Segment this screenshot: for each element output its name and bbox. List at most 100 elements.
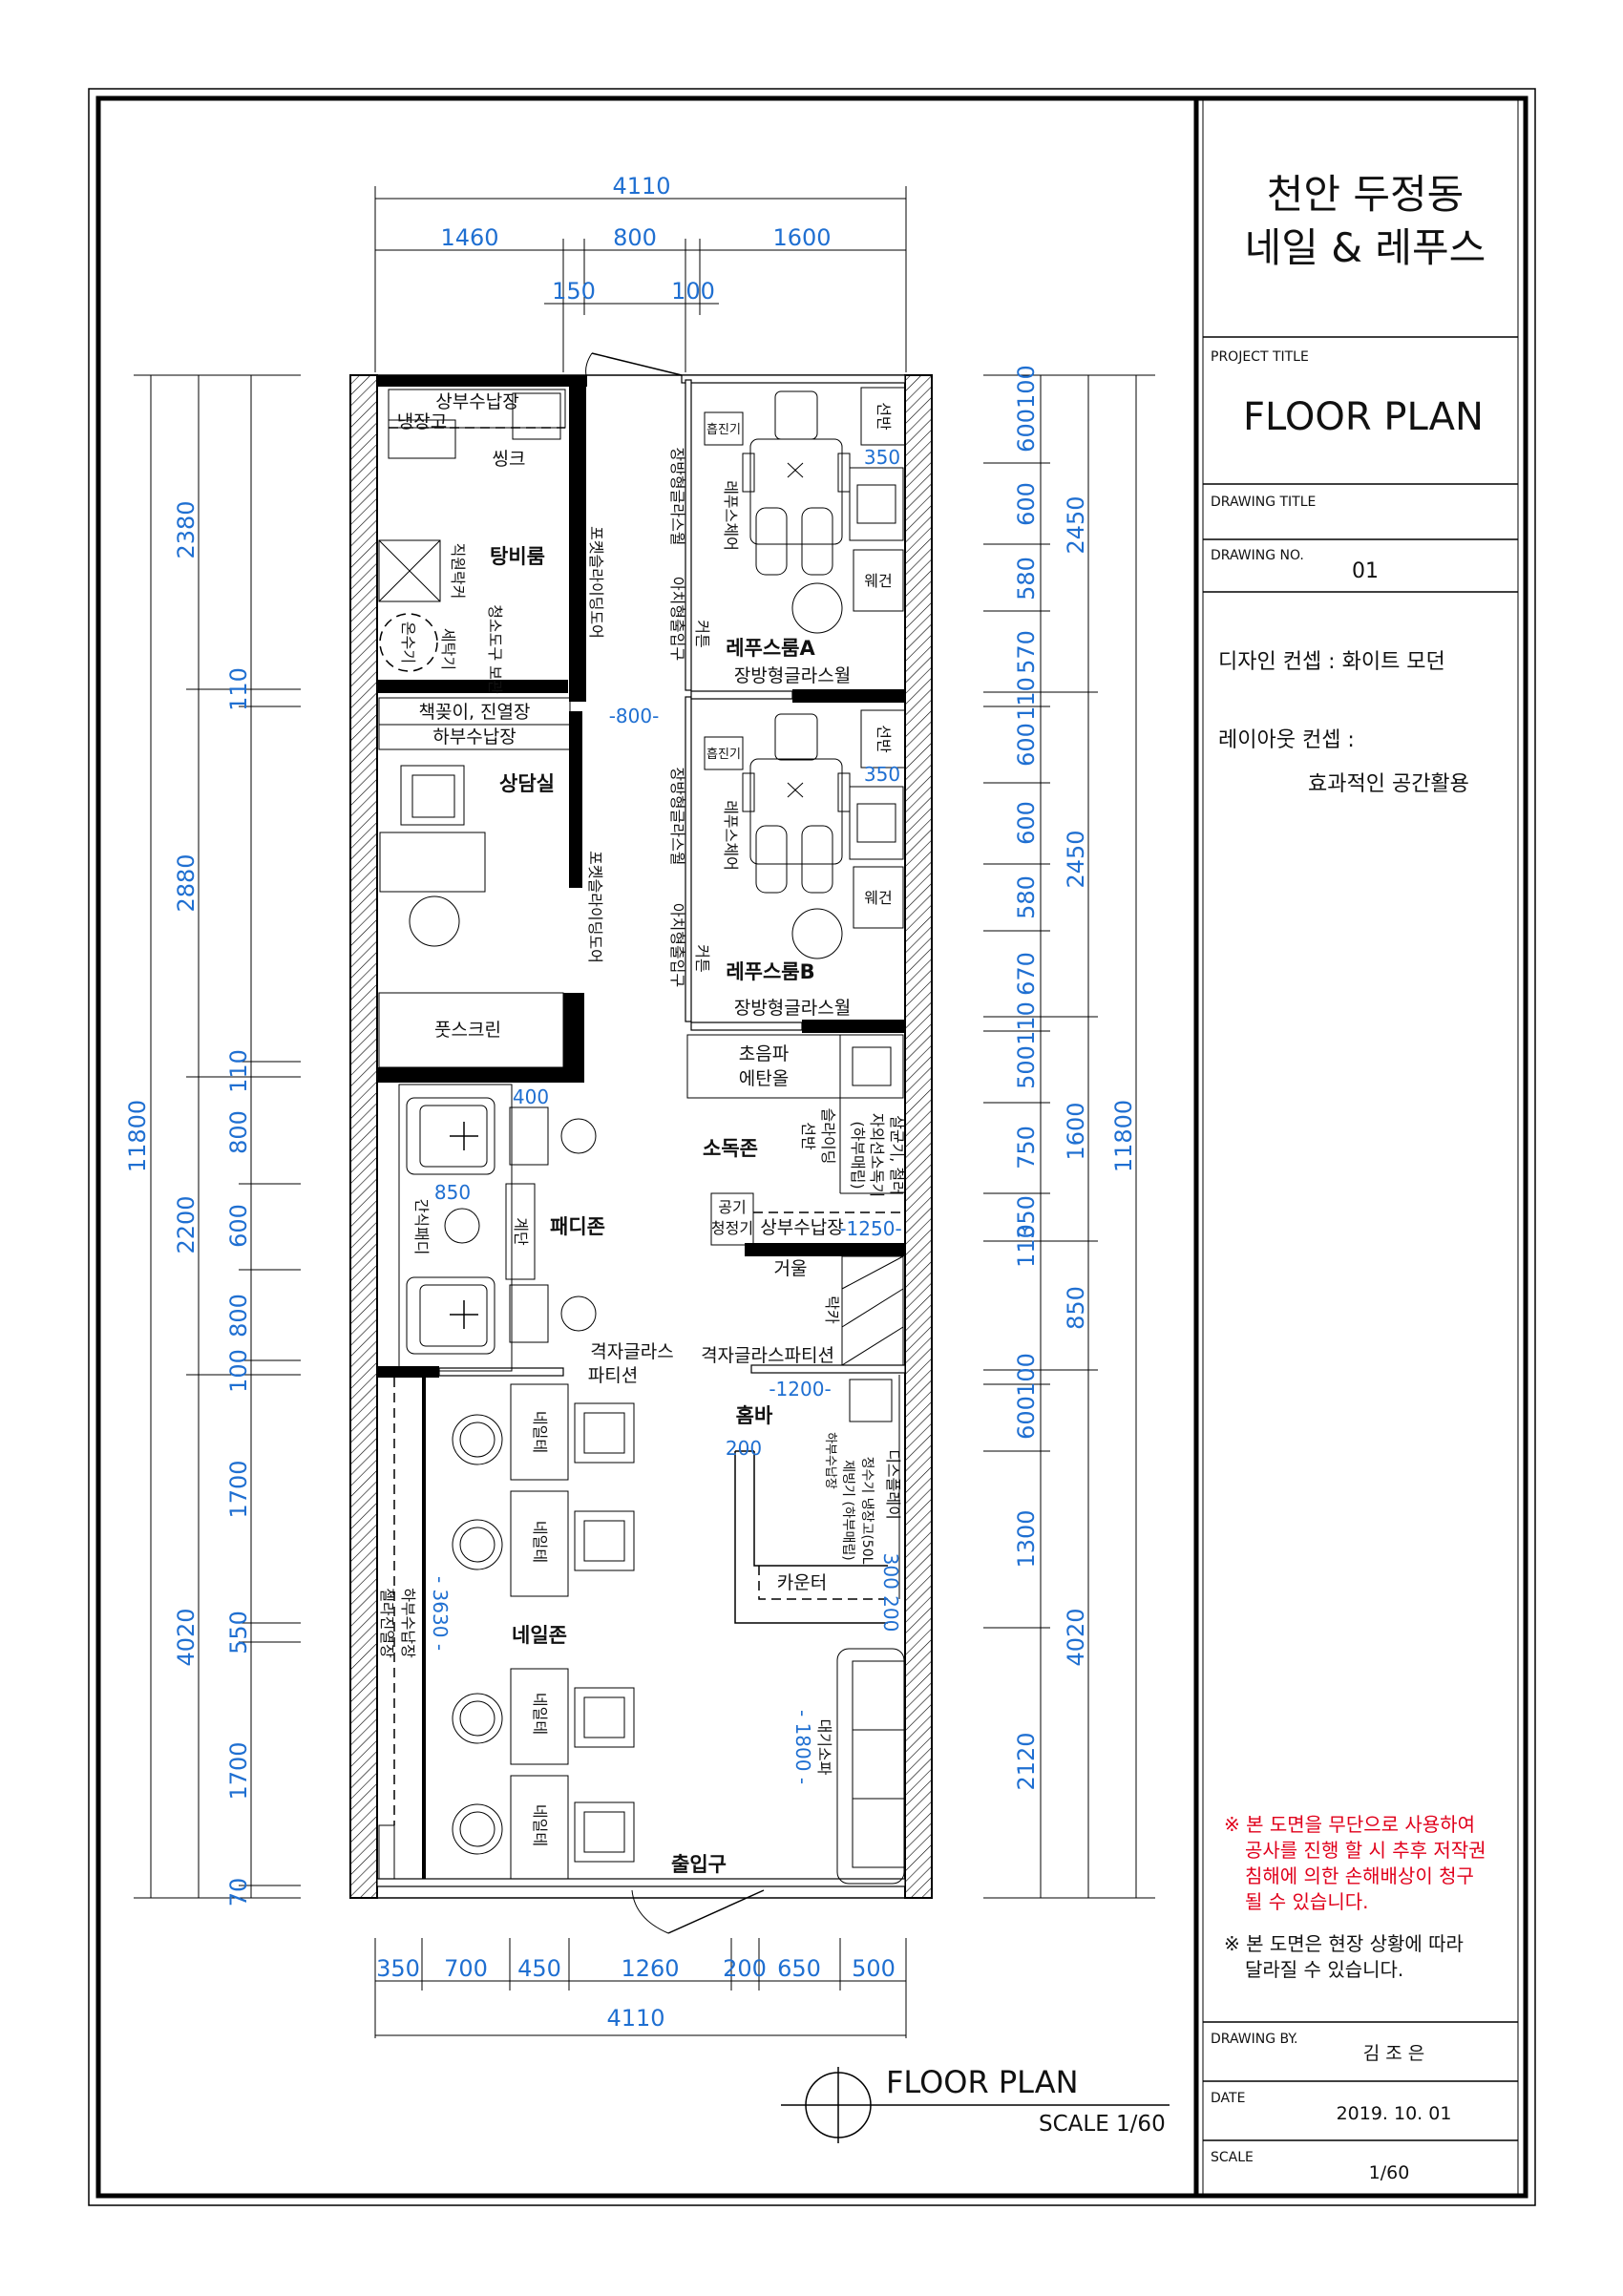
label-350b: 350	[864, 763, 900, 786]
outer-border	[88, 88, 1536, 2206]
project-title-label: PROJECT TITLE	[1211, 349, 1309, 365]
label-water-purifier: 온수기	[399, 621, 417, 664]
notice-red-2: 공사를 진행 할 시 추후 저작권	[1245, 1839, 1486, 1862]
label-nail-table-3: 네일테	[531, 1693, 549, 1735]
date: 2019. 10. 01	[1337, 2103, 1452, 2124]
dim-bottom-5: 200	[723, 1955, 767, 1982]
label-arch-a: 아치형출입구	[668, 577, 686, 661]
dim-top-small-2: 100	[671, 278, 715, 305]
dim-right-inner-12: 750	[1013, 1126, 1040, 1169]
dim-left-inner-4: 600	[225, 1204, 252, 1248]
label-400: 400	[513, 1085, 549, 1108]
dim-right-mid-3: 1600	[1063, 1102, 1089, 1160]
plan-caption-title: FLOOR PLAN	[886, 2064, 1079, 2100]
room-entrance: 출입구	[671, 1853, 727, 1876]
label-200: 200	[726, 1437, 762, 1460]
room-pantry: 탕비룸	[490, 545, 545, 568]
label-curtain-a: 커튼	[693, 620, 711, 647]
plan-caption-scale: SCALE 1/60	[1039, 2112, 1166, 2137]
dim-top-small-1: 150	[552, 278, 596, 305]
label-lower-storage: 하부수납장	[432, 727, 516, 748]
dim-left-mid-2: 2880	[173, 853, 200, 912]
dim-bottom-1: 350	[376, 1955, 420, 1982]
scale: 1/60	[1369, 2162, 1410, 2183]
label-nail-table-1: 네일테	[531, 1411, 549, 1453]
label-300-200: 300 200	[879, 1553, 902, 1632]
label-sliding-shelf-1: 슬라이딩	[819, 1108, 837, 1165]
dim-right-inner-14: 110	[1013, 1224, 1040, 1268]
dim-right-inner-13: 350	[1013, 1195, 1040, 1239]
consult-room: 책꽂이, 진열장 하부수납장 상담실 포켓슬라이딩도어 -800- 풋스크린	[378, 697, 660, 1068]
room-refus-b: 레푸스룸B	[726, 960, 814, 983]
label-air-purifier-2: 청정기	[711, 1219, 753, 1237]
label-sliding-shelf-2: 선반	[799, 1122, 817, 1150]
dim-right-inner-17: 1300	[1013, 1509, 1040, 1568]
drawing-no-label: DRAWING NO.	[1211, 548, 1304, 563]
refus-room-a: 흡진기 장방형글라스월 레푸스체어 선반 350 웨건 커튼 아치형출입구 레푸…	[668, 387, 906, 686]
nail-table-3: 네일테	[452, 1668, 635, 1765]
dim-left-inner-5: 800	[225, 1294, 252, 1338]
label-display-1: 디스플레이	[884, 1449, 902, 1520]
label-1250: -1250-	[839, 1217, 901, 1240]
dim-right-mid-5: 4020	[1063, 1608, 1089, 1666]
label-1800: - 1800 -	[791, 1710, 814, 1784]
label-counter: 카운터	[777, 1572, 827, 1593]
label-3630: - 3630 -	[429, 1576, 452, 1651]
notice-black-2: 달라질 수 있습니다.	[1245, 1958, 1403, 1981]
label-shelf-b: 선반	[875, 725, 893, 753]
dim-left-mid-1: 2380	[173, 500, 200, 558]
notice-red-4: 될 수 있습니다.	[1245, 1890, 1368, 1913]
label-ultrasonic-1: 초음파	[739, 1043, 789, 1064]
nail-table-2: 네일테	[452, 1490, 635, 1597]
label-sterilizer-1: 살균기, 철러	[888, 1115, 906, 1195]
label-nail-table-2: 네일테	[531, 1521, 549, 1563]
label-sink: 씽크	[493, 449, 526, 470]
dim-right-inner-8: 580	[1013, 875, 1040, 919]
label-sterilizer-2: 자외선소독기	[868, 1113, 886, 1197]
dim-bottom-7: 500	[852, 1955, 896, 1982]
notice-red-3: 침해에 의한 손해배상이 청구	[1245, 1864, 1474, 1887]
drawing-title-label: DRAWING TITLE	[1211, 495, 1316, 510]
label-glasswall-h-b: 장방형글라스월	[734, 998, 851, 1019]
scale-label: SCALE	[1211, 2150, 1254, 2165]
room-home-bar: 홈바	[736, 1404, 773, 1427]
label-refus-chair-a: 레푸스체어	[722, 480, 740, 551]
dim-left-inner-7: 1700	[225, 1460, 252, 1518]
label-curtain-b: 커튼	[693, 944, 711, 972]
dim-bottom-3: 450	[517, 1955, 561, 1982]
label-upper-storage: 상부수납장	[435, 391, 518, 412]
label-air-purifier-1: 공기	[718, 1198, 746, 1216]
dim-right-inner-16: 600	[1013, 1396, 1040, 1440]
title-block: 천안 두정동 네일 & 레푸스 PROJECT TITLE FLOOR PLAN…	[1203, 171, 1518, 2183]
dim-left-inner-3: 800	[225, 1110, 252, 1154]
label-fridge: 냉장고	[397, 411, 447, 432]
label-shelf-a: 선반	[875, 402, 893, 431]
label-footscreen: 풋스크린	[434, 1020, 501, 1041]
dim-left-inner-6: 100	[225, 1349, 252, 1393]
label-800: -800-	[609, 705, 660, 727]
label-sterilizer-3: (하부매립)	[849, 1121, 867, 1189]
dim-top-total: 4110	[612, 173, 670, 200]
dim-bottom-4: 1260	[621, 1955, 679, 1982]
dim-right-inner-3: 580	[1013, 557, 1040, 600]
label-nail-storage-1: 젤라진열장	[378, 1588, 396, 1658]
sterilize-zone: 초음파 에탄올 살균기, 철러 자외선소독기 (하부매립) 슬라이딩 선반 소독…	[686, 1034, 906, 1366]
dim-right-inner-4: 570	[1013, 630, 1040, 674]
plan-caption: FLOOR PLAN SCALE 1/60	[781, 2064, 1170, 2143]
label-rack: 락카	[823, 1295, 841, 1324]
dim-right-mid-2: 2450	[1063, 830, 1089, 888]
label-staff-locker: 직원락커	[449, 543, 467, 600]
room-pedi: 패디존	[550, 1215, 605, 1238]
dim-right-inner-10: 110	[1013, 1001, 1040, 1045]
drawn-by-label: DRAWING BY.	[1211, 2032, 1298, 2047]
label-washer: 세탁기	[439, 628, 457, 670]
label-nail-table-4: 네일테	[531, 1804, 549, 1846]
notice-black-1: ※ 본 도면은 현장 상황에 따라	[1224, 1932, 1464, 1955]
label-glasswall-h-a: 장방형글라스월	[734, 665, 851, 686]
bottom-dimensions: 350 700 450 1260 200 650 500 4110	[374, 1938, 907, 2038]
refus-room-b: 흡진기 장방형글라스월 레푸스체어 선반 350 웨건 커튼 아치형출입구 레푸…	[668, 709, 906, 1019]
dim-bottom-total: 4110	[606, 2005, 664, 2032]
label-nail-storage-2: 하부수납장	[399, 1588, 417, 1658]
label-850: 850	[434, 1181, 471, 1204]
